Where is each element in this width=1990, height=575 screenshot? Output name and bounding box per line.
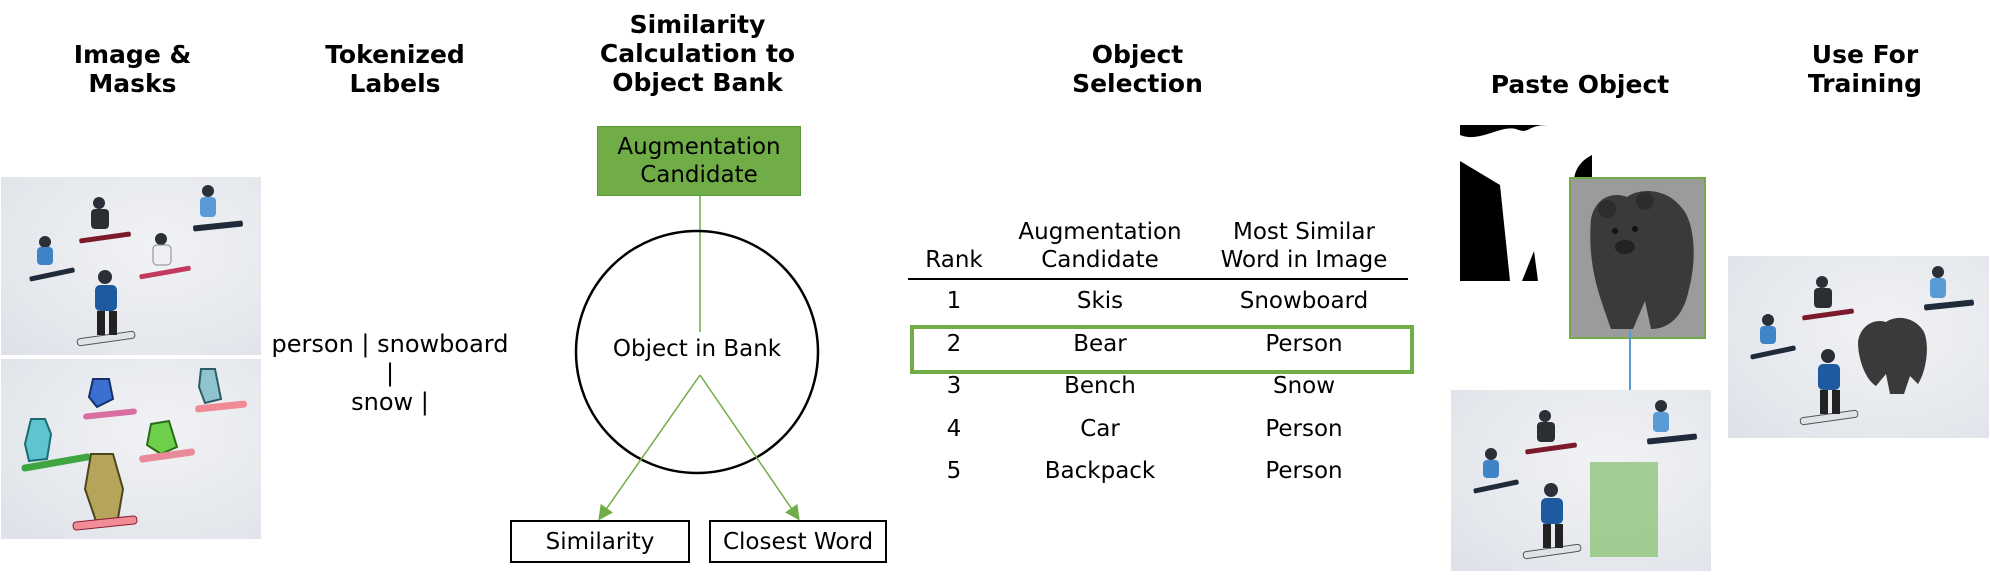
similarity-diagram: [574, 195, 820, 521]
row-candidate: Skis: [1076, 288, 1124, 315]
heading-use-for-training: Use For Training: [1807, 40, 1923, 98]
table-row: 5 Backpack Person: [908, 450, 1408, 493]
row-word: Person: [1265, 458, 1343, 485]
table-row: 4 Car Person: [908, 408, 1408, 451]
object-bank-label: Object in Bank: [612, 336, 782, 362]
row-rank: 3: [946, 373, 962, 400]
row-candidate: Bear: [1073, 330, 1127, 357]
paste-region-highlight: [1590, 462, 1658, 557]
row-word: Person: [1265, 415, 1343, 442]
row-rank: 5: [946, 458, 962, 485]
composited-photo-icon: [1728, 256, 1989, 438]
row-word: Snowboard: [1239, 288, 1369, 315]
header-rank: Rank: [908, 218, 1000, 280]
snowboarder-figure: [139, 233, 191, 280]
pasted-bear-figure: [1858, 317, 1927, 394]
paste-target-photo-icon: [1451, 390, 1711, 571]
heading-object-selection: Object Selection: [1072, 40, 1203, 98]
augmentation-candidate-box: Augmentation Candidate: [597, 126, 801, 196]
header-most-similar-word: Most Similar Word in Image: [1200, 218, 1408, 280]
snowboarder-figure: [79, 197, 131, 244]
row-rank: 4: [946, 415, 962, 442]
snowboarder-figure: [76, 270, 136, 347]
row-rank: 1: [946, 288, 962, 315]
similarity-arrow: [598, 374, 701, 521]
heading-similarity-calculation: Similarity Calculation to Object Bank: [599, 10, 796, 97]
heading-paste-object: Paste Object: [1490, 70, 1670, 99]
table-row: 3 Bench Snow: [908, 365, 1408, 408]
segmentation-mask-photo-icon: [1, 359, 261, 539]
tokenized-labels-text: person | snowboard | snow |: [271, 330, 509, 416]
snowboarder-photo-icon: [1, 177, 261, 355]
row-rank: 2: [946, 330, 962, 357]
row-word: Person: [1265, 330, 1343, 357]
object-bank-circle: [574, 229, 820, 475]
row-word: Snow: [1272, 373, 1336, 400]
bear-photo-icon: [1569, 177, 1706, 339]
row-candidate: Car: [1080, 415, 1120, 442]
header-augmentation-candidate: Augmentation Candidate: [1000, 218, 1200, 280]
row-candidate: Backpack: [1044, 458, 1156, 485]
closest-word-arrow: [699, 374, 800, 521]
table-header-row: Rank Augmentation Candidate Most Similar…: [908, 218, 1408, 280]
object-selection-table: Rank Augmentation Candidate Most Similar…: [908, 218, 1408, 493]
snowboarder-figure: [193, 185, 243, 232]
snowboarder-figure: [29, 236, 75, 282]
heading-tokenized-labels: Tokenized Labels: [325, 40, 465, 98]
table-row: 2 Bear Person: [908, 323, 1408, 366]
selected-row-highlight: [910, 325, 1414, 374]
similarity-output-box: Similarity: [510, 520, 690, 563]
heading-image-masks: Image & Masks: [73, 40, 192, 98]
row-candidate: Bench: [1064, 373, 1136, 400]
closest-word-output-box: Closest Word: [709, 520, 887, 563]
table-row: 1 Skis Snowboard: [908, 279, 1408, 323]
